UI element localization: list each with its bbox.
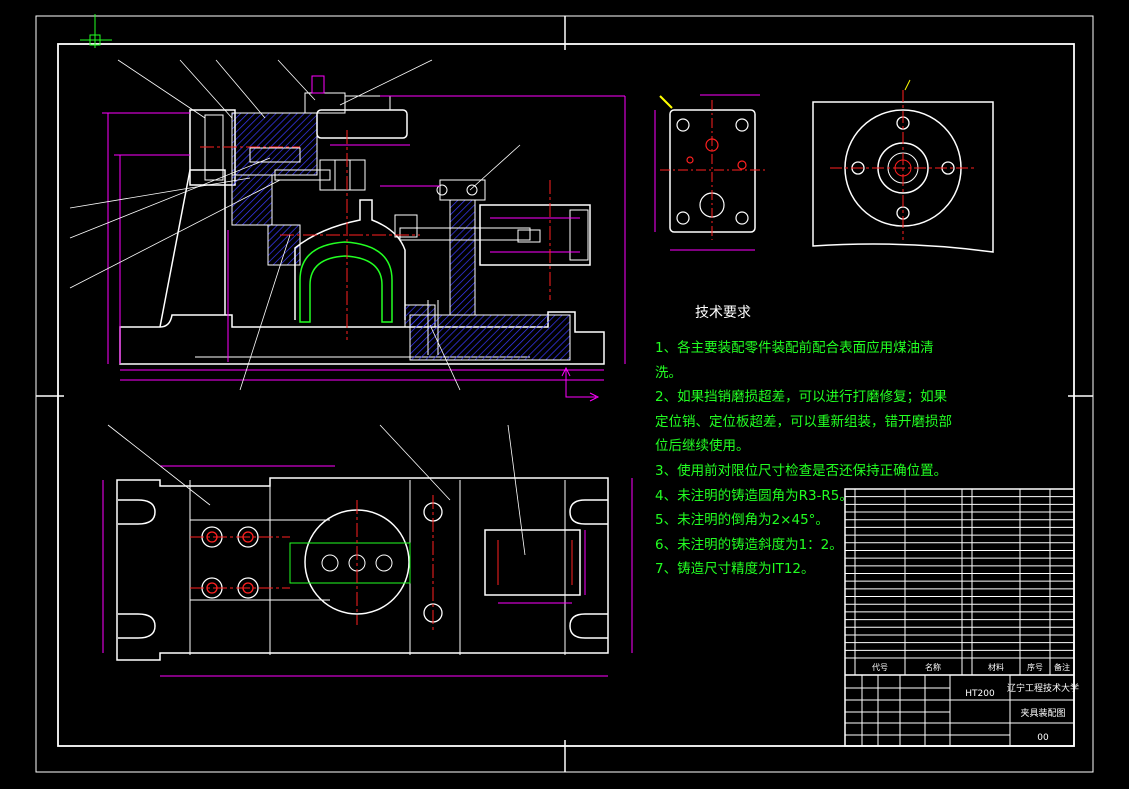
tech-requirements-title: 技术要求 <box>695 305 751 321</box>
tech-line: 2、如果挡销磨损超差，可以进行打磨修复；如果 <box>655 389 948 406</box>
tech-line: 洗。 <box>655 364 682 381</box>
tech-line: 1、各主要装配零件装配前配合表面应用煤油清 <box>655 340 934 356</box>
workpiece-arc <box>299 241 393 323</box>
drawing-border <box>35 15 1094 773</box>
drawing-name: 夹具装配图 <box>1020 707 1065 719</box>
tech-line: 5、未注明的倒角为2×45°。 <box>655 512 829 529</box>
top-view-outline <box>116 477 609 661</box>
material-label: HT200 <box>965 689 995 699</box>
arm-hatched <box>231 112 318 176</box>
ucs-marker <box>80 14 112 48</box>
tech-line: 6、未注明的铸造斜度为1：2。 <box>655 536 843 553</box>
header-code: 代号 <box>872 662 888 672</box>
clamp-cylinder <box>479 204 591 266</box>
parts-list-rows <box>845 496 1074 651</box>
cylinder-top <box>484 529 581 596</box>
tech-line: 4、未注明的铸造圆角为R3-R5。 <box>655 487 853 504</box>
front-view <box>69 59 626 402</box>
side-view <box>654 94 765 251</box>
tech-line: 定位销、定位板超差，可以重新组装，错开磨损部 <box>655 413 952 430</box>
end-view <box>812 79 994 253</box>
top-view <box>102 424 633 677</box>
drawing-number: 00 <box>1037 733 1049 743</box>
tech-requirements: 技术要求 1、各主要装配零件装配前配合表面应用煤油清 洗。 2、如果挡销磨损超差… <box>655 302 955 582</box>
header-material: 材料 <box>988 662 1004 672</box>
title-block <box>844 488 1075 747</box>
base-hatched <box>409 314 571 361</box>
header-note: 备注 <box>1054 662 1070 672</box>
right-support <box>449 199 476 316</box>
tech-line: 7、铸造尺寸精度为IT12。 <box>655 561 815 578</box>
support-column <box>159 169 226 328</box>
header-name: 名称 <box>925 662 941 672</box>
title-block-text: 代号 名称 材料 备注 序号 HT200 辽宁工程技术大学 夹具装配图 00 <box>872 662 1079 743</box>
header-seq: 序号 <box>1027 662 1043 672</box>
press-arm <box>316 109 408 139</box>
tech-line: 3、使用前对限位尺寸检查是否还保持正确位置。 <box>655 462 948 479</box>
school-name: 辽宁工程技术大学 <box>1007 682 1079 694</box>
tech-line: 位后继续使用。 <box>655 438 750 455</box>
base-plate <box>119 311 605 365</box>
